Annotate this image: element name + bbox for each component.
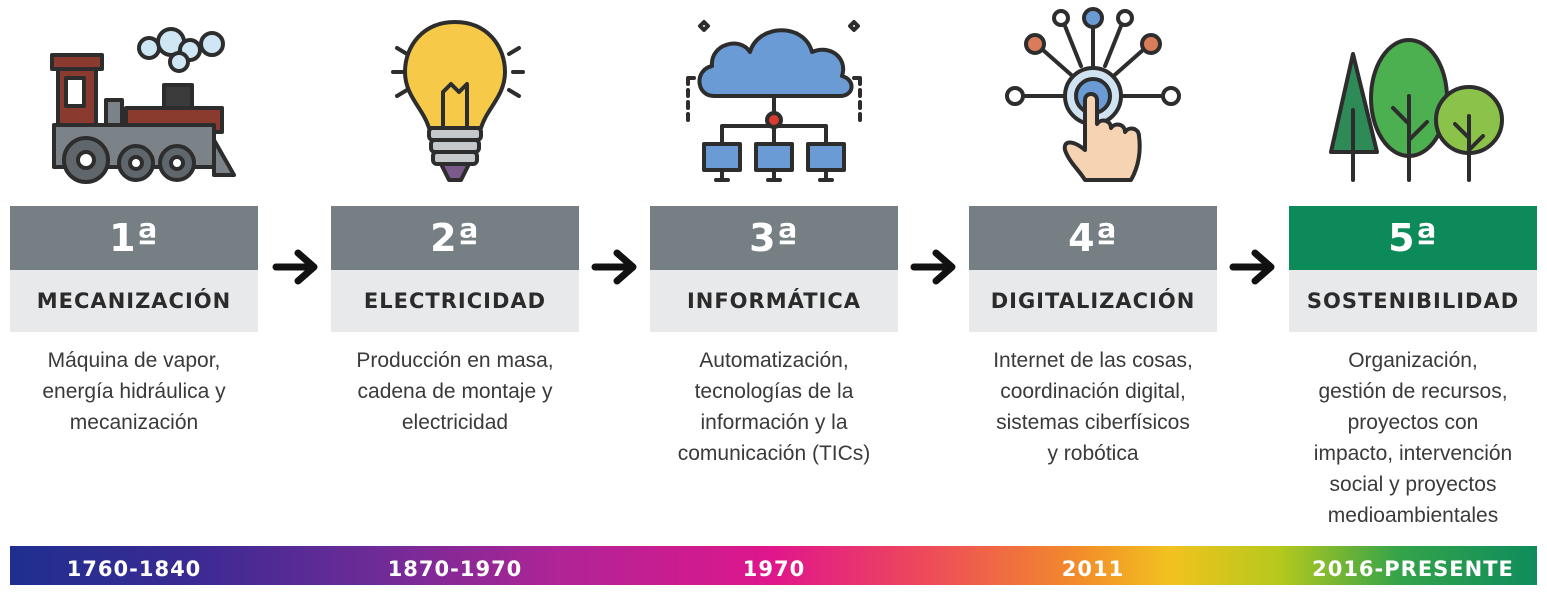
timeline-period: 2016-PRESENTE (1312, 557, 1514, 581)
arrow-right-icon (910, 249, 956, 285)
stage-3: 3ª INFORMÁTICA Automatización, tecnologí… (650, 0, 898, 530)
arrow-right-icon (272, 249, 318, 285)
trees-icon (1329, 38, 1504, 182)
stage-4: 4ª DIGITALIZACIÓN Internet de las cosas,… (969, 0, 1217, 530)
stage-description: Automatización, tecnologías de la inform… (677, 349, 871, 465)
stage-ordinal: 4ª (969, 206, 1217, 270)
timeline-bar: 1760-1840 1870-1970 1970 2011 2016-PRESE… (10, 546, 1537, 585)
steam-locomotive-icon (50, 27, 236, 184)
stage-ordinal: 3ª (650, 206, 898, 270)
stage-ordinal: 5ª (1289, 206, 1537, 270)
timeline-period: 2011 (1061, 557, 1125, 581)
stage-description: Internet de las cosas, coordinación digi… (993, 349, 1193, 465)
cloud-network-icon (686, 20, 862, 182)
stage-ordinal: 1ª (10, 206, 258, 270)
timeline-period: 1760-1840 (66, 557, 202, 581)
stage-5: 5ª SOSTENIBILIDAD Organización, gestión … (1289, 0, 1537, 530)
stage-1: 1ª MECANIZACIÓN Máquina de vapor, energí… (10, 0, 258, 530)
arrow-right-icon (591, 249, 637, 285)
stage-name: ELECTRICIDAD (331, 270, 579, 332)
arrow-right-icon (1229, 249, 1275, 285)
stage-description: Máquina de vapor, energía hidráulica y m… (42, 349, 226, 434)
stage-2: 2ª ELECTRICIDAD Producción en masa, cade… (331, 0, 579, 530)
stage-name: DIGITALIZACIÓN (969, 270, 1217, 332)
stage-ordinal: 2ª (331, 206, 579, 270)
stage-description: Producción en masa, cadena de montaje y … (356, 349, 554, 434)
stage-name: MECANIZACIÓN (10, 270, 258, 332)
stage-name: INFORMÁTICA (650, 270, 898, 332)
stage-name: SOSTENIBILIDAD (1289, 270, 1537, 332)
touch-network-icon (1005, 7, 1181, 182)
stage-description: Organización, gestión de recursos, proye… (1313, 349, 1513, 527)
timeline-period: 1870-1970 (387, 557, 523, 581)
light-bulb-icon (391, 20, 525, 182)
timeline-period: 1970 (742, 557, 806, 581)
